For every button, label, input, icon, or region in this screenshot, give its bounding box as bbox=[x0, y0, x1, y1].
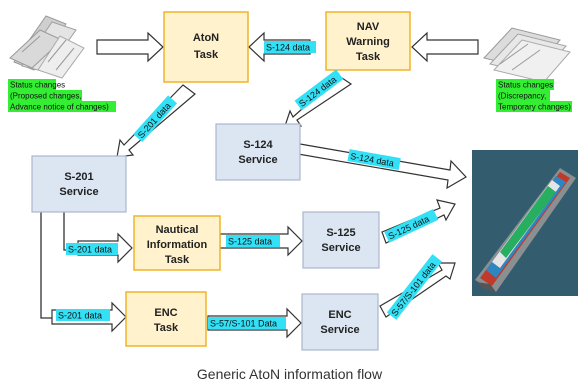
container-ship-image bbox=[472, 150, 578, 296]
svg-text:S-125 data: S-125 data bbox=[228, 237, 272, 247]
nav-warning-label-1: NAV bbox=[357, 21, 380, 33]
nav-warning-label-2: Warning bbox=[346, 36, 390, 48]
flow-label-s201-to-nautical: S-201 data bbox=[66, 243, 118, 255]
enc-service-label-2: Service bbox=[320, 324, 359, 336]
svg-text:S-57/S-101 data: S-57/S-101 data bbox=[389, 260, 437, 318]
s125-service-label-1: S-125 bbox=[326, 227, 355, 239]
svg-text:S-201 data: S-201 data bbox=[68, 245, 112, 255]
nautical-label-1: Nautical bbox=[156, 224, 199, 236]
figure-caption: Generic AtoN information flow bbox=[196, 366, 383, 382]
flow-label-s124-to-aton: S-124 data bbox=[264, 41, 316, 53]
left-note-line-1: Status changes bbox=[10, 81, 65, 90]
s125-service-label-2: Service bbox=[321, 242, 360, 254]
s201-service-label-1: S-201 bbox=[64, 171, 93, 183]
right-note-line-3: Temporary changes) bbox=[498, 103, 571, 112]
flow-label-enc-service-to-ship: S-57/S-101 data bbox=[386, 254, 442, 320]
left-document-stack-icon bbox=[9, 15, 85, 79]
s201-service-label-2: Service bbox=[59, 186, 98, 198]
aton-task-label-1: AtoN bbox=[193, 32, 219, 44]
connector-lines bbox=[40, 212, 78, 319]
flow-label-s201-to-enc: S-201 data bbox=[56, 309, 110, 321]
s124-service-label-2: Service bbox=[238, 154, 277, 166]
arrow-right-stack-to-nav bbox=[411, 31, 479, 63]
flow-label-nautical-to-s125: S-125 data bbox=[226, 235, 280, 247]
s201-service-box: S-201 Service bbox=[31, 155, 127, 213]
s124-service-box: S-124 Service bbox=[215, 123, 301, 181]
enc-task-label-1: ENC bbox=[154, 307, 177, 319]
aton-task-box: AtoN Task bbox=[163, 11, 249, 83]
nautical-label-2: Information bbox=[147, 239, 208, 251]
aton-task-label-2: Task bbox=[194, 49, 219, 61]
right-note-line-1: Status changes bbox=[498, 81, 553, 90]
svg-text:S-201 data: S-201 data bbox=[136, 101, 173, 140]
s125-service-box: S-125 Service bbox=[302, 211, 380, 269]
nav-warning-label-3: Task bbox=[356, 51, 381, 63]
flow-label-s125-to-ship: S-125 data bbox=[384, 209, 439, 243]
nautical-information-task-box: Nautical Information Task bbox=[133, 215, 221, 271]
nautical-label-3: Task bbox=[165, 254, 190, 266]
arrow-left-stack-to-aton bbox=[96, 31, 164, 63]
svg-text:S-124 data: S-124 data bbox=[266, 43, 310, 53]
s124-service-label-1: S-124 bbox=[243, 139, 273, 151]
enc-service-label-1: ENC bbox=[328, 309, 351, 321]
svg-text:S-57/S-101 Data: S-57/S-101 Data bbox=[210, 319, 277, 329]
right-status-notes: Status changes (Discrepancy, Temporary c… bbox=[496, 79, 572, 112]
left-status-notes: Status changes (Proposed changes, Advanc… bbox=[8, 79, 116, 112]
enc-service-box: ENC Service bbox=[301, 293, 379, 351]
flow-label-enc-task-to-enc-service: S-57/S-101 Data bbox=[208, 317, 286, 329]
enc-task-label-2: Task bbox=[154, 322, 179, 334]
flow-label-aton-to-s201: S-201 data bbox=[133, 95, 178, 143]
enc-task-box: ENC Task bbox=[125, 291, 207, 347]
right-document-stack-icon bbox=[483, 27, 571, 83]
svg-text:S-201 data: S-201 data bbox=[58, 311, 102, 321]
left-note-line-3: Advance notice of changes) bbox=[10, 103, 109, 112]
left-note-line-2: (Proposed changes, bbox=[10, 92, 82, 101]
right-note-line-2: (Discrepancy, bbox=[498, 92, 546, 101]
nav-warning-task-box: NAV Warning Task bbox=[325, 11, 411, 71]
